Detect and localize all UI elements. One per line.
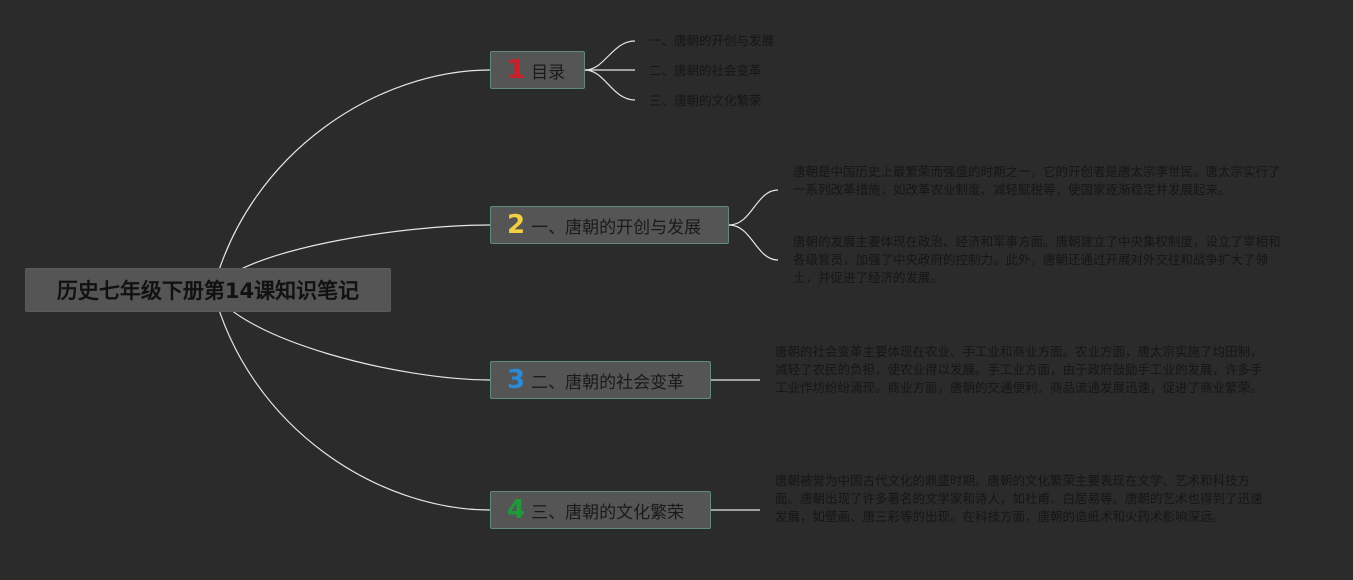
toc-item[interactable]: 二、唐朝的社会变革 — [649, 63, 762, 78]
number-three-icon: 3 — [507, 365, 526, 395]
branch-founding-development[interactable]: 2 一、唐朝的开创与发展 — [490, 206, 729, 244]
number-four-icon: 4 — [507, 495, 526, 525]
connector-b1-c3 — [584, 69, 636, 101]
connector-b1-c1 — [584, 40, 636, 71]
root-topic-title: 历史七年级下册第14课知识笔记 — [56, 279, 360, 303]
branch-label: 一、唐朝的开创与发展 — [531, 217, 702, 238]
branch-label: 二、唐朝的社会变革 — [531, 372, 685, 393]
note-paragraph[interactable]: 唐朝的发展主要体现在政治、经济和军事方面。唐朝建立了中央集权制度，设立了宰相和各… — [793, 234, 1281, 285]
branch-cultural-prosperity[interactable]: 4 三、唐朝的文化繁荣 — [490, 491, 711, 529]
connector-root-b1 — [212, 69, 491, 291]
toc-item[interactable]: 一、唐朝的开创与发展 — [649, 33, 775, 48]
note-paragraph[interactable]: 唐朝是中国历史上最繁荣而强盛的时期之一，它的开创者是唐太宗李世民。唐太宗实行了一… — [793, 164, 1281, 197]
branch-table-of-contents[interactable]: 1 目录 — [490, 51, 585, 89]
connector-b2-c2 — [728, 224, 779, 261]
note-paragraph[interactable]: 唐朝的社会变革主要体现在农业、手工业和商业方面。农业方面，唐太宗实施了均田制，减… — [775, 344, 1263, 395]
root-topic[interactable]: 历史七年级下册第14课知识笔记 — [25, 268, 391, 312]
branch-social-reform[interactable]: 3 二、唐朝的社会变革 — [490, 361, 711, 399]
branch-label: 目录 — [531, 62, 566, 83]
connector-root-b4 — [212, 289, 491, 511]
connector-b2-c1 — [728, 189, 779, 226]
number-two-icon: 2 — [507, 210, 526, 240]
number-one-icon: 1 — [507, 55, 526, 85]
branch-label: 三、唐朝的文化繁荣 — [531, 502, 685, 523]
toc-item[interactable]: 三、唐朝的文化繁荣 — [649, 93, 762, 108]
note-paragraph[interactable]: 唐朝被誉为中国古代文化的鼎盛时期。唐朝的文化繁荣主要表现在文学、艺术和科技方面。… — [775, 473, 1263, 524]
